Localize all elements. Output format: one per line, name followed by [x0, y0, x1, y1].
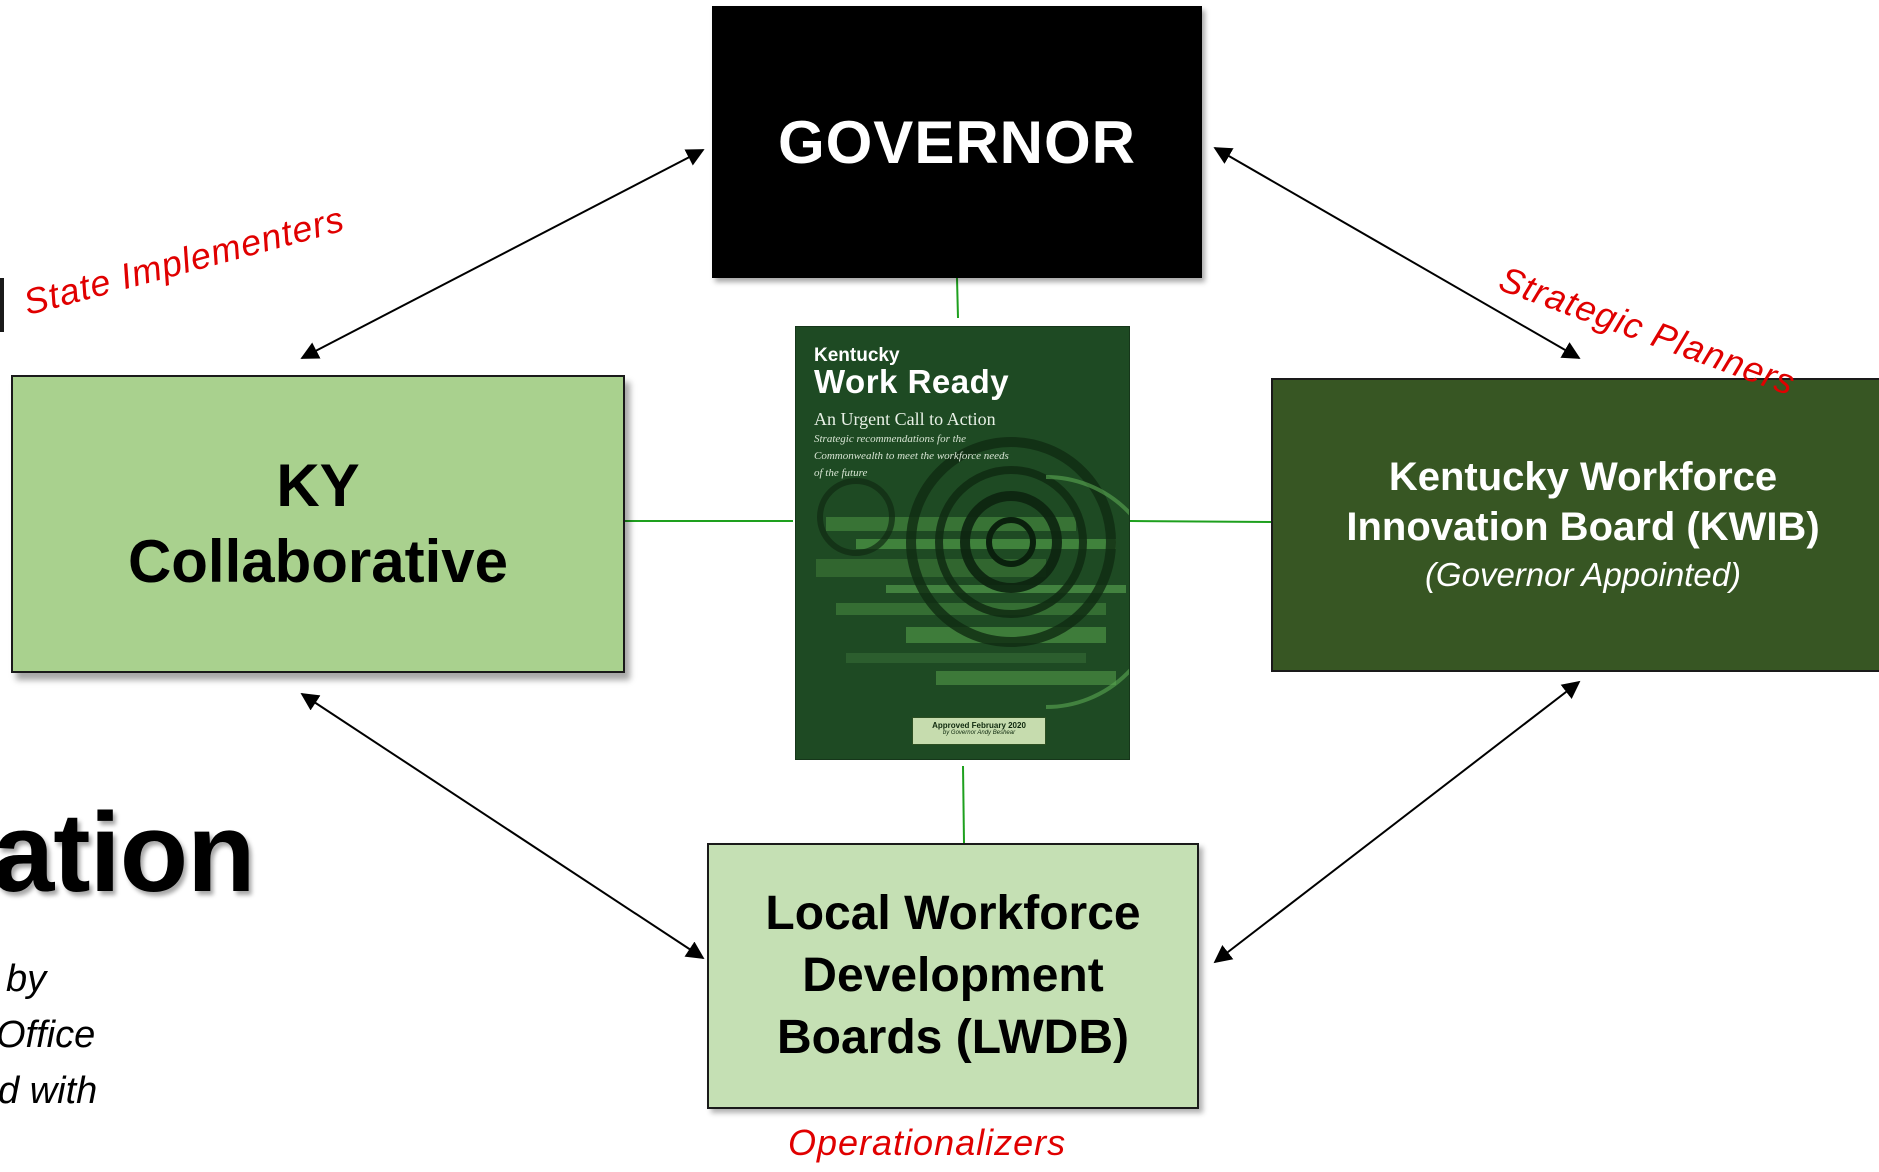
- partial-text-line3: d with: [0, 1070, 98, 1112]
- link-report-lwdb: [962, 765, 965, 844]
- kwib-sublabel: (Governor Appointed): [1424, 556, 1742, 593]
- role-operationalizers: Operationalizers: [788, 1122, 1067, 1163]
- governor-box: GOVERNOR: [712, 6, 1202, 278]
- arrow-lwdb-kwib: [1213, 680, 1581, 964]
- arrow-ky-governor: [300, 149, 705, 359]
- kwib-label-line1: Kentucky Workforce: [1388, 455, 1778, 499]
- kwib-label-line2: Innovation Board (KWIB): [1346, 505, 1820, 549]
- report-cover-badge-line1: Approved February 2020: [932, 721, 1026, 730]
- report-cover-title-line2: Work Ready: [814, 363, 1010, 400]
- kwib-box: Kentucky Workforce Innovation Board (KWI…: [1271, 378, 1879, 672]
- partial-text-line1: by: [6, 958, 47, 1000]
- ky-label-line1: KY: [276, 452, 360, 519]
- lwdb-label-line1: Local Workforce: [765, 887, 1141, 940]
- arrow-governor-kwib: [1213, 147, 1581, 359]
- partial-heading: ation: [0, 790, 256, 915]
- lwdb-box: Local Workforce Development Boards (LWDB…: [707, 843, 1199, 1109]
- ky-collaborative-box: KY Collaborative: [11, 375, 625, 673]
- report-cover-subtitle: An Urgent Call to Action: [814, 409, 996, 429]
- edge-fragment: [0, 278, 4, 332]
- link-report-kwib: [1129, 520, 1272, 523]
- report-cover-title-line1: Kentucky: [814, 345, 900, 366]
- lwdb-label-line3: Boards (LWDB): [777, 1011, 1129, 1064]
- report-cover-image: Kentucky Work Ready An Urgent Call to Ac…: [795, 326, 1130, 760]
- ky-label-line2: Collaborative: [127, 528, 509, 595]
- lwdb-label-line2: Development: [802, 949, 1104, 1002]
- link-report-governor: [956, 277, 959, 319]
- report-cover-badge: Approved February 2020 by Governor Andy …: [912, 717, 1046, 745]
- partial-text-line2: Office: [0, 1014, 96, 1056]
- report-cover-badge-line2: by Governor Andy Beshear: [942, 730, 1016, 736]
- report-cover-artwork: [796, 327, 1129, 759]
- report-cover-description: Strategic recommendations for the Common…: [814, 433, 1009, 479]
- governor-label: GOVERNOR: [777, 108, 1137, 176]
- arrow-ky-lwdb: [300, 693, 705, 959]
